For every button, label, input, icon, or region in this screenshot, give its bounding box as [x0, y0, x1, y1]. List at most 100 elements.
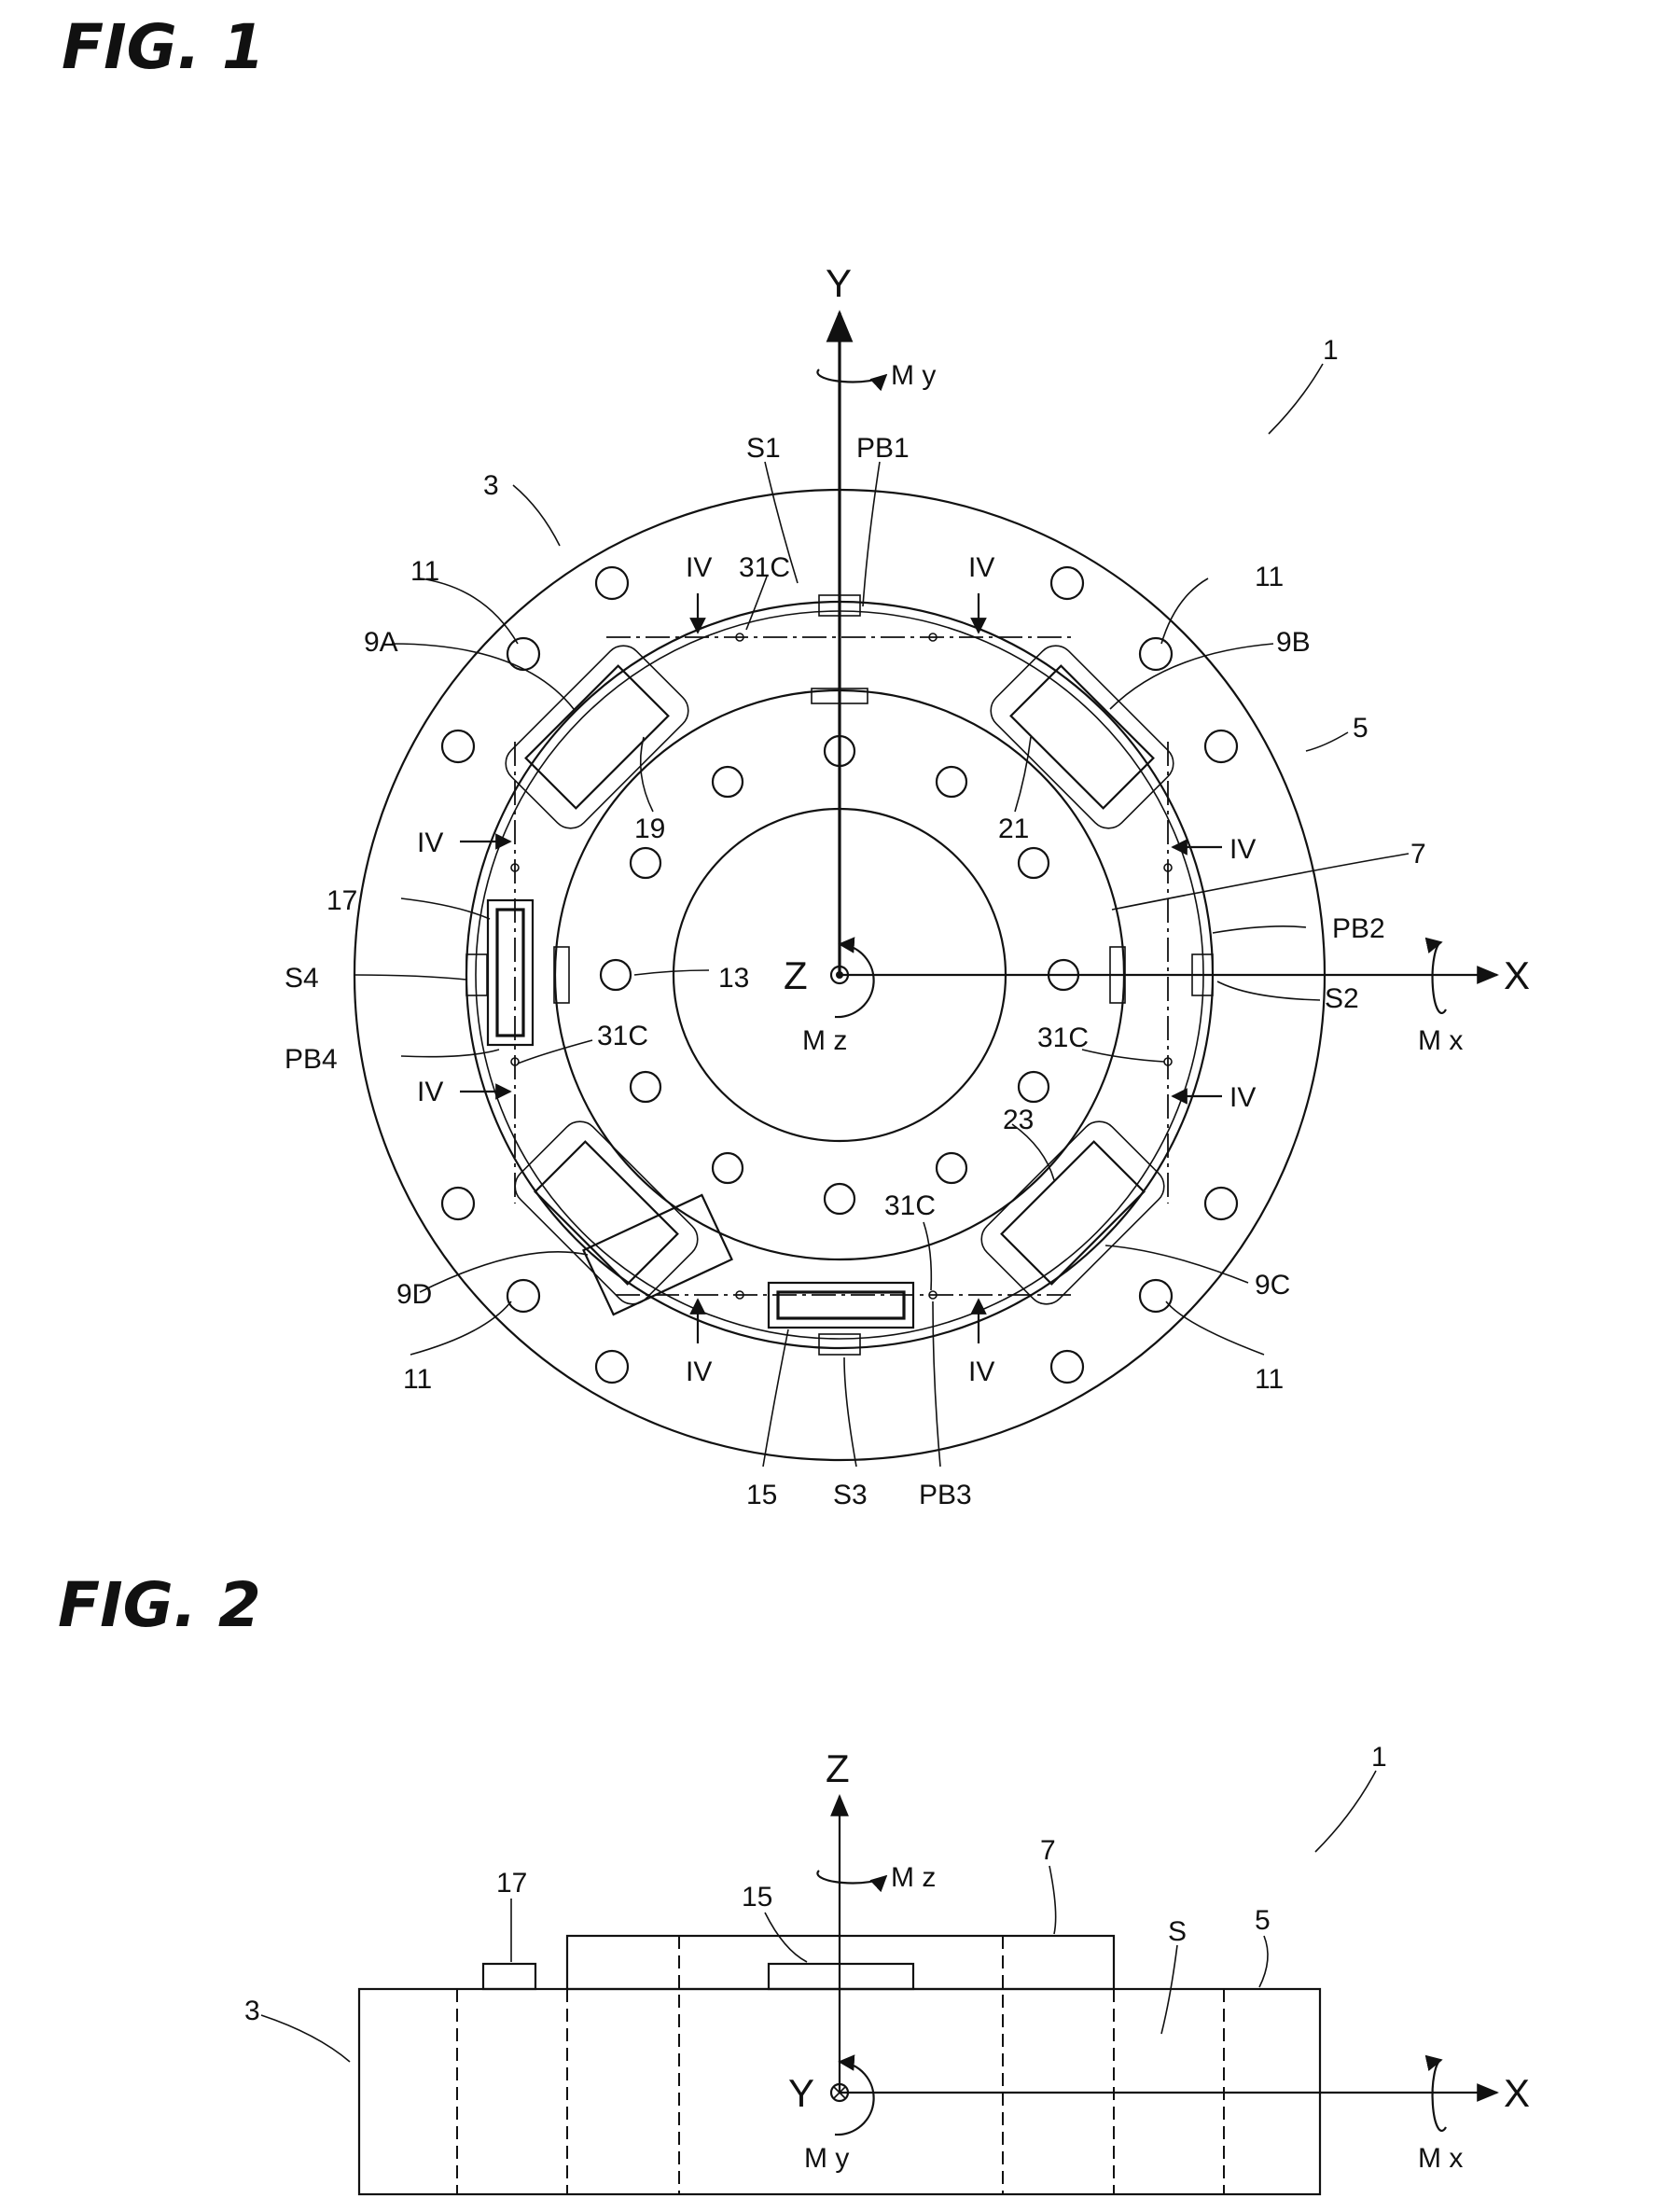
- fig1-diagram: Y M y X M x Z M z 1 3 5 7 S1 PB1 PB2 S2 …: [0, 0, 1653, 1549]
- label-point-31c: 31C: [597, 1021, 648, 1051]
- label-strain-s1: S1: [746, 433, 781, 464]
- fig1-labels: Y M y X M x Z M z 1 3 5 7 S1 PB1 PB2 S2 …: [285, 261, 1530, 1510]
- fig2-title: FIG. 2: [58, 1569, 261, 1641]
- label-beam-9c: 9C: [1255, 1270, 1290, 1301]
- label-inner-hole: 13: [718, 963, 749, 994]
- label-point-31c: 31C: [884, 1190, 936, 1221]
- side-inner-ring: [567, 1936, 1114, 1989]
- leader-line: [518, 1040, 592, 1064]
- leader-line: [1259, 1936, 1268, 1987]
- side-board-17: [483, 1964, 535, 1989]
- board-15-outer: [769, 1283, 913, 1328]
- label-section-iv: IV: [1229, 1082, 1256, 1113]
- leader-line: [1112, 854, 1409, 910]
- side-board-15: [769, 1964, 913, 1989]
- outer-hole: [1051, 1351, 1083, 1383]
- label-section-iv: IV: [968, 1356, 994, 1387]
- beam-9c-body: [1002, 1142, 1145, 1285]
- inner-hole: [825, 1184, 854, 1214]
- beam-9d-slot: [507, 1114, 705, 1312]
- side-axis-label-my: M y: [804, 2143, 849, 2174]
- side-axis-label-y: Y: [788, 2071, 814, 2115]
- beam-9a: [498, 638, 696, 836]
- label-sensor-21: 21: [998, 814, 1029, 844]
- inner-hole: [713, 767, 743, 797]
- leader-line: [1217, 981, 1320, 1000]
- label-outer-body: 3: [483, 470, 499, 501]
- leader-line: [1213, 926, 1306, 933]
- inner-hole: [713, 1153, 743, 1183]
- leader-line: [1110, 644, 1273, 709]
- side-axis-label-mz: M z: [891, 1862, 936, 1893]
- side-label-inner-ring: 7: [1040, 1835, 1056, 1866]
- label-point-31c: 31C: [739, 552, 790, 583]
- side-label-outer-edge: 5: [1255, 1905, 1271, 1936]
- leader-line: [634, 970, 709, 975]
- label-outer-edge: 5: [1353, 713, 1368, 744]
- side-leader-lines: [261, 1771, 1376, 2062]
- label-outer-hole: 11: [403, 1364, 432, 1395]
- label-section-iv: IV: [1229, 834, 1256, 865]
- label-outer-hole: 11: [1255, 1364, 1284, 1395]
- inner-hole: [937, 767, 966, 797]
- inner-hole: [601, 960, 631, 990]
- leader-line: [1269, 364, 1323, 434]
- label-outer-hole: 11: [410, 556, 439, 587]
- outer-hole: [442, 1188, 474, 1219]
- leader-line: [641, 737, 653, 812]
- z-axis-dot: [836, 971, 843, 979]
- side-label-device: 1: [1371, 1742, 1387, 1773]
- side-hidden-lines: [457, 1936, 1224, 2194]
- leader-line: [1306, 732, 1348, 751]
- axis-label-mz: M z: [802, 1025, 847, 1056]
- side-axis-label-x: X: [1504, 2071, 1530, 2115]
- leader-line: [1166, 1301, 1264, 1355]
- inner-hole: [631, 848, 660, 878]
- beam-9b-body: [1011, 666, 1154, 809]
- axis-label-mx: M x: [1418, 1025, 1463, 1056]
- side-label-board-15: 15: [742, 1882, 772, 1913]
- label-strain-s4: S4: [285, 963, 319, 994]
- label-beam-9d: 9D: [396, 1279, 432, 1310]
- leader-line: [513, 485, 560, 546]
- leader-line: [763, 1329, 788, 1467]
- label-section-iv: IV: [968, 552, 994, 583]
- beam-9a-body: [526, 666, 669, 809]
- label-outer-hole: 11: [1255, 562, 1284, 592]
- board-15-inner: [778, 1292, 904, 1318]
- beam-9d: [507, 1114, 705, 1312]
- my-rotation-icon: [817, 369, 886, 382]
- side-label-space-s: S: [1168, 1916, 1187, 1947]
- board-17-outer: [488, 900, 533, 1045]
- inner-hole: [631, 1072, 660, 1102]
- leader-line: [261, 2015, 350, 2062]
- tick: [819, 1334, 860, 1355]
- board-17: [488, 900, 533, 1045]
- label-beam-9b: 9B: [1276, 627, 1311, 658]
- side-label-board-17: 17: [496, 1868, 527, 1899]
- side-y-axis-cross: [834, 2087, 845, 2098]
- label-strain-s2: S2: [1325, 983, 1359, 1014]
- outer-hole: [1051, 567, 1083, 599]
- leader-line: [1161, 1945, 1177, 2034]
- axis-label-x: X: [1504, 953, 1530, 997]
- label-section-iv: IV: [686, 1356, 712, 1387]
- side-y-axis-origin: [831, 2084, 848, 2101]
- axis-label-y: Y: [826, 261, 852, 305]
- board-15: [769, 1283, 913, 1328]
- leader-line: [765, 1913, 807, 1962]
- leader-line: [746, 577, 767, 630]
- leader-line: [401, 898, 490, 919]
- side-axis-label-z: Z: [826, 1746, 850, 1790]
- label-pb1: PB1: [856, 433, 910, 464]
- label-pb2: PB2: [1332, 913, 1385, 944]
- leader-lines: [354, 364, 1409, 1467]
- fig2-labels: Z M z X M x Y M y 1 17 15 7 S 5 3: [244, 1742, 1530, 2174]
- inner-hole: [937, 1153, 966, 1183]
- outer-hole: [1205, 1188, 1237, 1219]
- beam-9c: [974, 1114, 1172, 1312]
- axis-label-my: M y: [891, 360, 936, 391]
- outer-hole: [596, 1351, 628, 1383]
- side-mz-rotation-icon: [817, 1871, 886, 1883]
- label-point-31c: 31C: [1037, 1023, 1089, 1053]
